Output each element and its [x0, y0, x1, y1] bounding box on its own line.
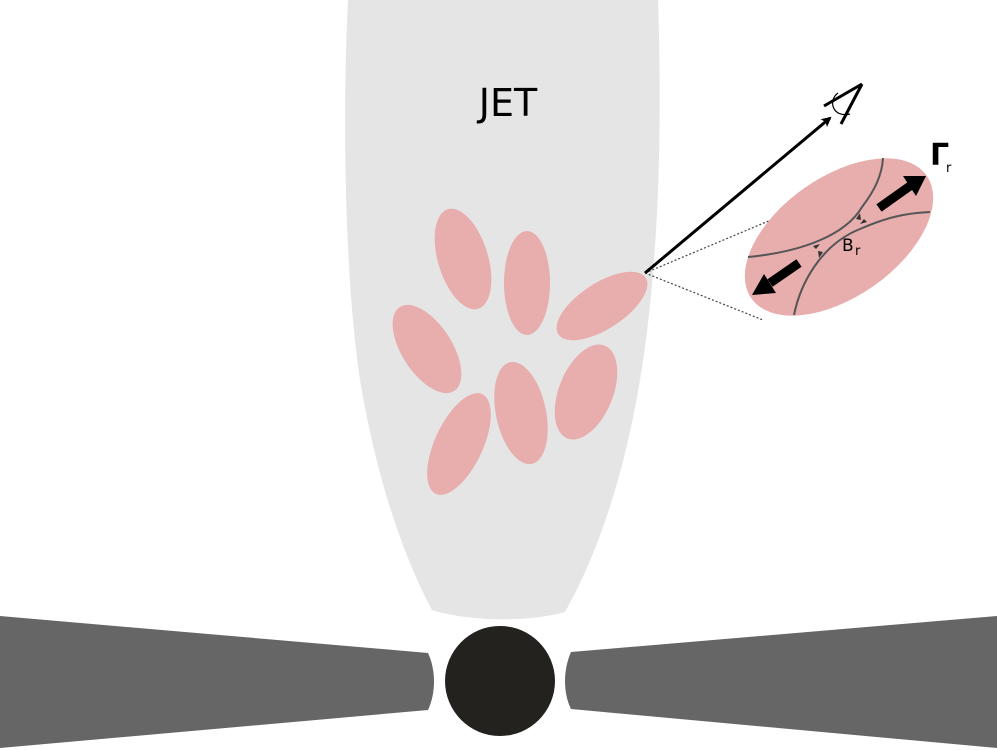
eye-icon: [823, 82, 864, 125]
blob: [427, 393, 491, 495]
lorentz-factor-label: Γ: [930, 138, 949, 173]
blob: [434, 208, 492, 310]
black-hole: [445, 626, 555, 736]
field-line-upper-left: [747, 157, 884, 258]
bulk-motion-arrow-down: [752, 259, 802, 295]
blob: [494, 361, 548, 465]
observer-arrow: [644, 116, 832, 275]
zoomed-plasmoid: B r: [744, 157, 934, 316]
blob: [504, 231, 550, 335]
jet-funnel: [345, 0, 660, 620]
field-subscript: r: [855, 244, 861, 259]
accretion-disk-left: [0, 616, 434, 748]
plasmoid-blobs: [392, 208, 648, 495]
blob: [392, 304, 462, 394]
zoom-line-bottom: [644, 272, 764, 321]
blob: [556, 271, 648, 341]
blob: [554, 344, 618, 440]
field-line-lower-right: [793, 211, 931, 316]
accretion-disk-right: [565, 616, 997, 748]
lorentz-factor-subscript: r: [946, 161, 952, 176]
jet-label: JET: [477, 81, 538, 125]
bulk-motion-arrow-up: [876, 176, 926, 212]
field-label: B: [842, 236, 854, 256]
